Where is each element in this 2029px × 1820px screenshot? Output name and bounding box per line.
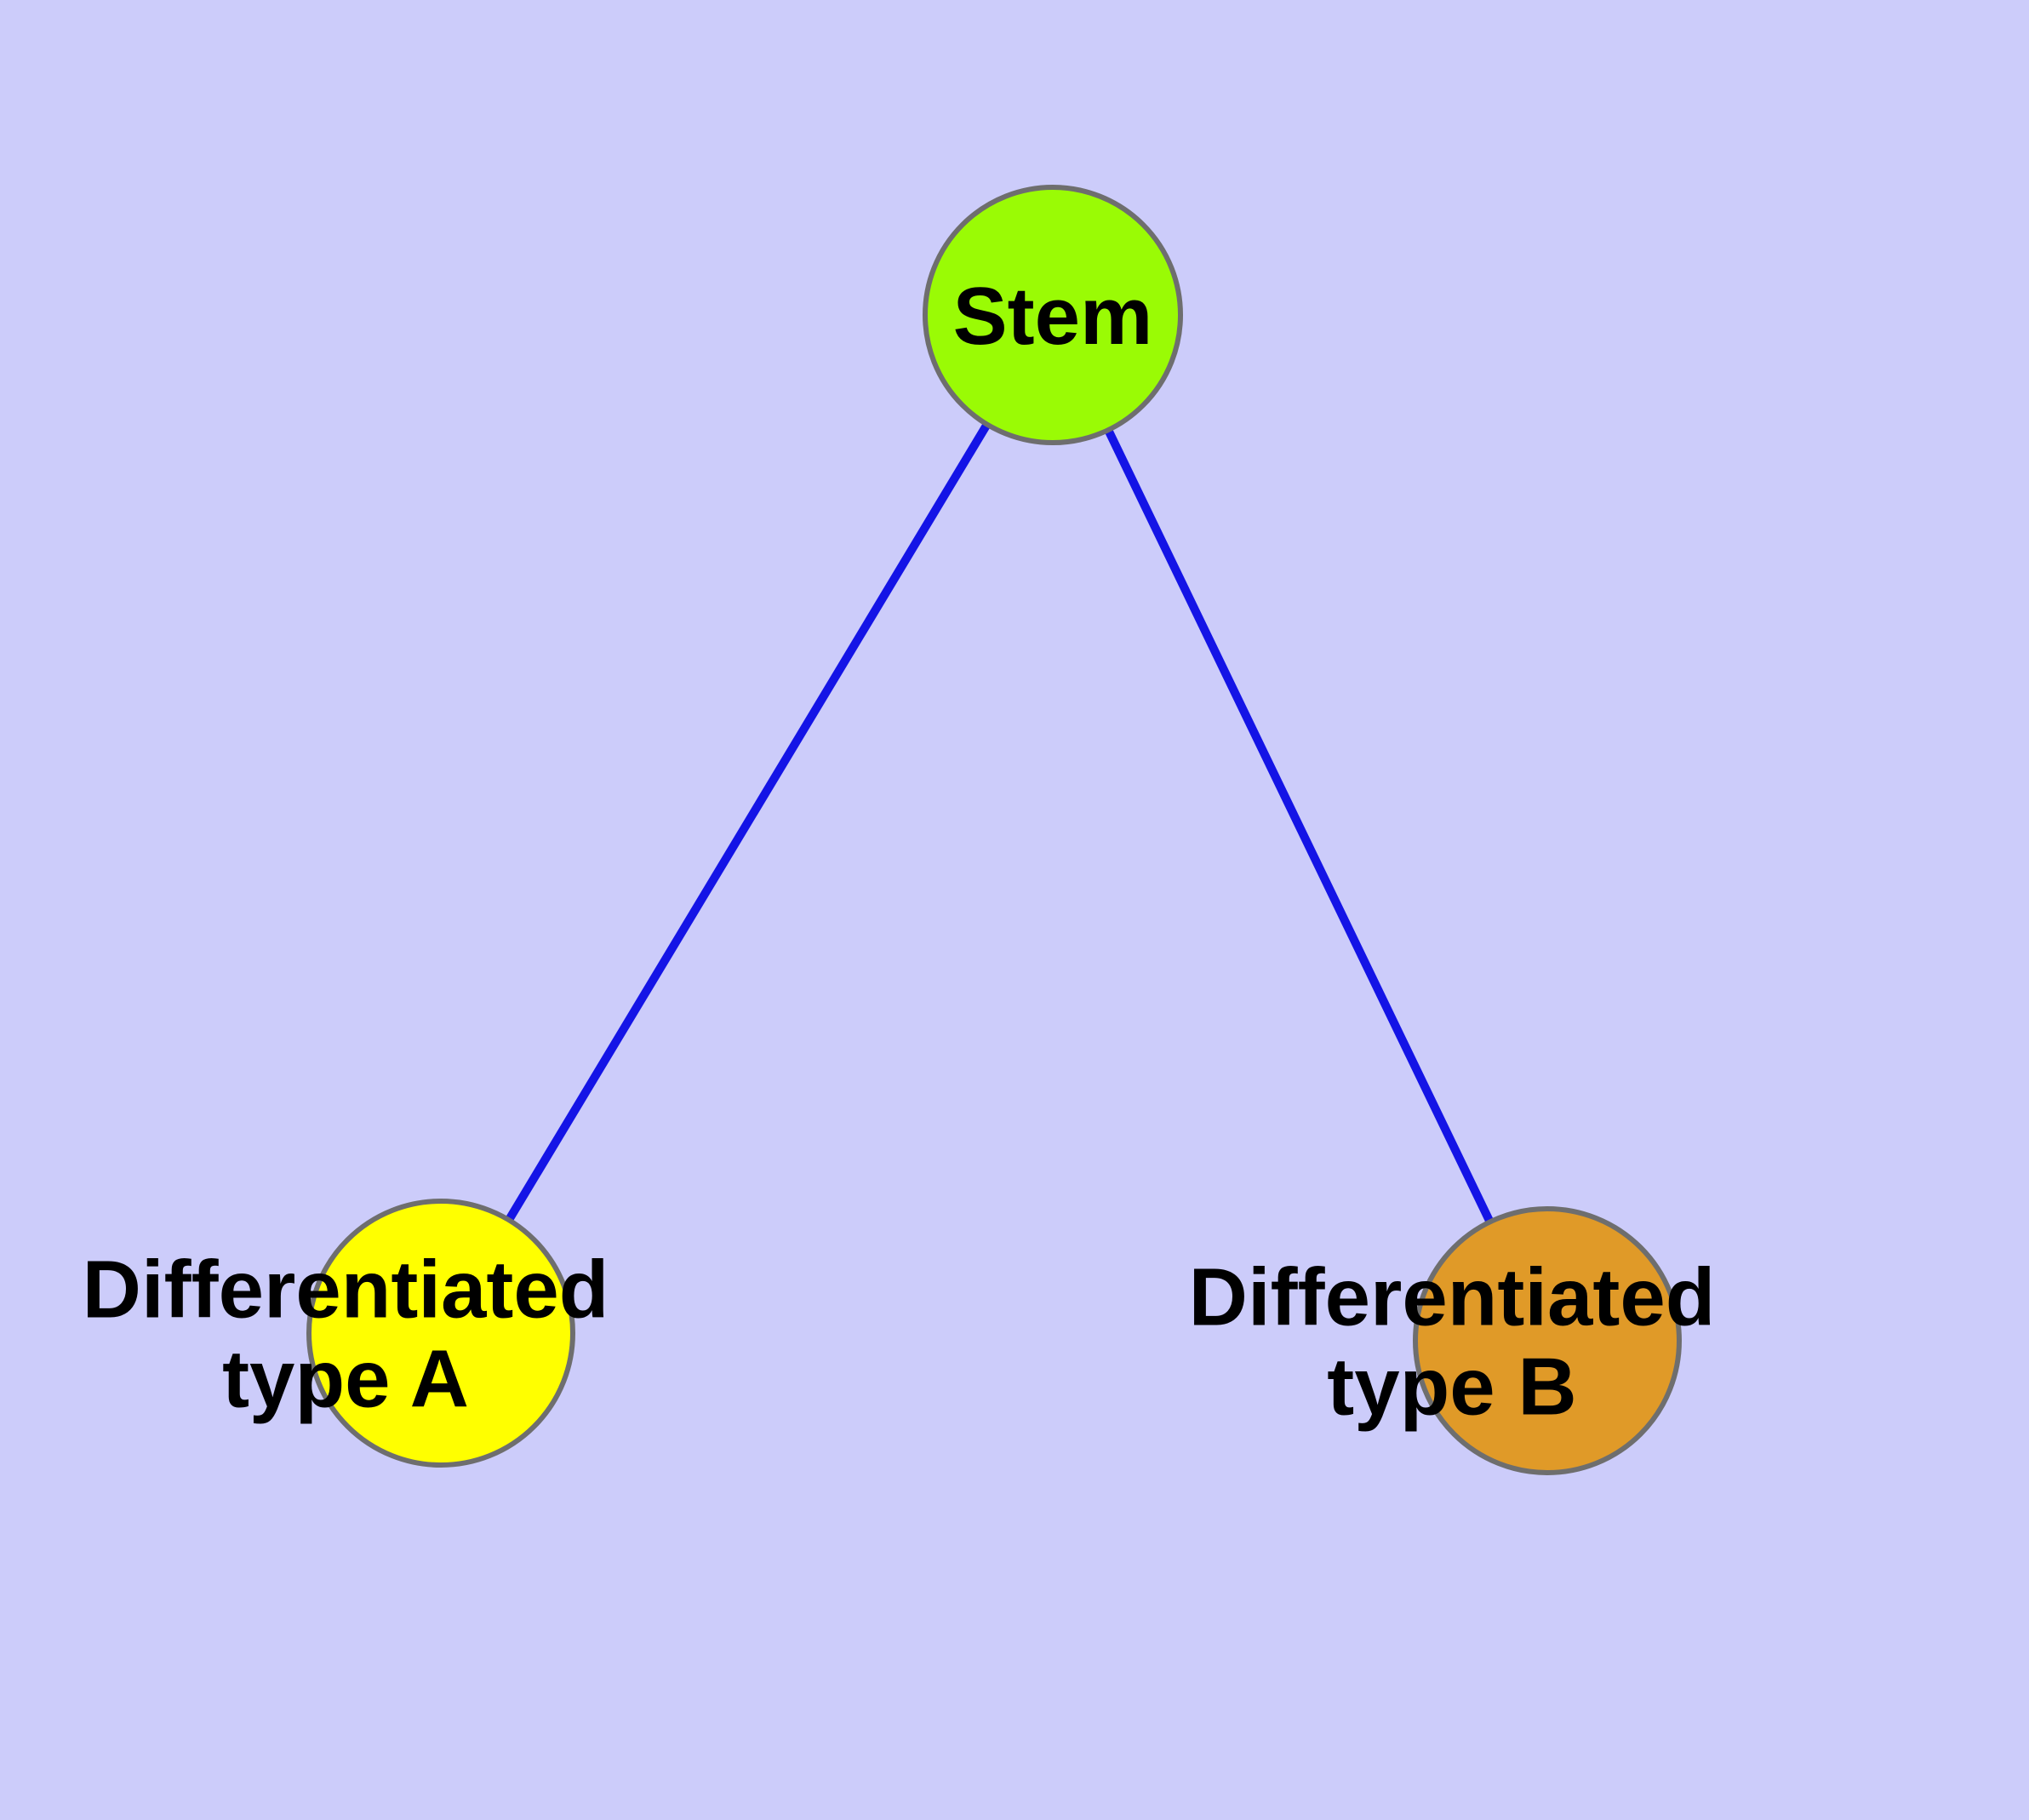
graph-node-stem[interactable] xyxy=(923,185,1183,445)
graph-node-diff_b[interactable] xyxy=(1413,1206,1682,1475)
graph-node-label-stem: Stem xyxy=(953,271,1153,362)
graph-node-label-line: type B xyxy=(1327,1342,1576,1433)
edges-layer xyxy=(437,312,1552,1343)
graph-edge-stem-to-diff_a[interactable] xyxy=(437,312,1057,1336)
graph-node-label-line: type A xyxy=(222,1334,469,1425)
nodes-layer xyxy=(306,185,1682,1475)
graph-node-label-line: Differentiated xyxy=(1189,1252,1716,1343)
graph-node-diff_a[interactable] xyxy=(306,1199,575,1468)
graph-node-label-line: Differentiated xyxy=(83,1245,609,1336)
graph-node-label-line: Stem xyxy=(953,271,1153,362)
graph-edge-stem-to-diff_b[interactable] xyxy=(1049,312,1552,1343)
